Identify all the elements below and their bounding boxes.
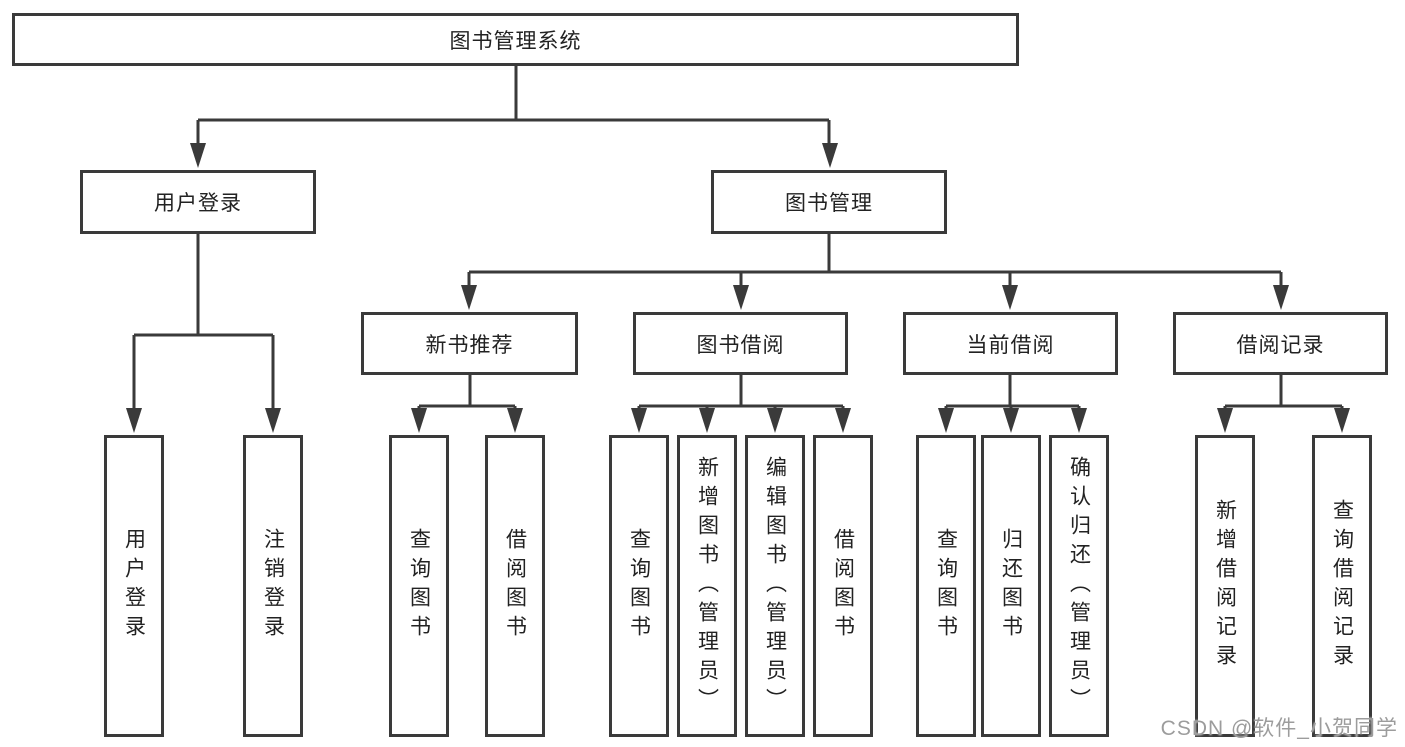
leaf-query-borrow-record: 查询借阅记录 <box>1312 435 1372 737</box>
leaf-confirm-return-admin: 确认归还（管理员） <box>1049 435 1109 737</box>
arrow-down-icon <box>461 285 477 310</box>
leaf-label: 注销登录 <box>261 528 285 644</box>
leaf-label: 新增借阅记录 <box>1213 499 1237 673</box>
arrow-down-icon <box>835 408 851 433</box>
arrow-down-icon <box>507 408 523 433</box>
leaf-return-books: 归还图书 <box>981 435 1041 737</box>
arrow-down-icon <box>265 408 281 433</box>
connector-section0-fork <box>417 375 517 415</box>
connector-section2-fork <box>944 375 1081 415</box>
arrow-down-icon <box>1071 408 1087 433</box>
leaf-label: 查询借阅记录 <box>1330 499 1354 673</box>
leaf-logout: 注销登录 <box>243 435 303 737</box>
connector-root-fork <box>196 66 831 150</box>
arrow-down-icon <box>190 143 206 168</box>
leaf-user-login: 用户登录 <box>104 435 164 737</box>
connector-mgmt-fork <box>467 234 1283 292</box>
leaf-label: 用户登录 <box>122 528 146 644</box>
leaf-label: 借阅图书 <box>503 528 527 644</box>
leaf-label: 归还图书 <box>999 528 1023 644</box>
leaf-add-books-admin: 新增图书（管理员） <box>677 435 737 737</box>
arrow-down-icon <box>1334 408 1350 433</box>
arrow-down-icon <box>411 408 427 433</box>
leaf-label: 确认归还（管理员） <box>1067 455 1091 717</box>
leaf-add-borrow-record: 新增借阅记录 <box>1195 435 1255 737</box>
arrow-down-icon <box>733 285 749 310</box>
arrow-down-icon <box>822 143 838 168</box>
leaf-query-books-recommend: 查询图书 <box>389 435 449 737</box>
leaf-label: 新增图书（管理员） <box>695 455 719 717</box>
csdn-watermark: CSDN @软件_小贺同学 <box>1160 717 1398 740</box>
leaf-edit-books-admin: 编辑图书（管理员） <box>745 435 805 737</box>
leaf-label: 查询图书 <box>627 528 651 644</box>
arrow-down-icon <box>938 408 954 433</box>
node-user-login: 用户登录 <box>80 170 316 234</box>
arrow-down-icon <box>1003 408 1019 433</box>
node-new-book-recommend: 新书推荐 <box>361 312 578 375</box>
arrow-down-icon <box>699 408 715 433</box>
leaf-borrow-books-recommend: 借阅图书 <box>485 435 545 737</box>
connector-section3-fork <box>1223 375 1344 415</box>
node-current-borrow: 当前借阅 <box>903 312 1118 375</box>
leaf-query-books-borrow: 查询图书 <box>609 435 669 737</box>
arrow-down-icon <box>126 408 142 433</box>
leaf-label: 编辑图书（管理员） <box>763 455 787 717</box>
arrow-down-icon <box>631 408 647 433</box>
leaf-label: 借阅图书 <box>831 528 855 644</box>
leaf-borrow-books: 借阅图书 <box>813 435 873 737</box>
arrow-down-icon <box>1273 285 1289 310</box>
leaf-label: 查询图书 <box>407 528 431 644</box>
leaf-query-books-current: 查询图书 <box>916 435 976 737</box>
leaf-label: 查询图书 <box>934 528 958 644</box>
node-borrow-records: 借阅记录 <box>1173 312 1388 375</box>
node-root-system: 图书管理系统 <box>12 13 1019 66</box>
connector-section1-fork <box>637 375 845 415</box>
node-book-management: 图书管理 <box>711 170 947 234</box>
arrow-down-icon <box>1002 285 1018 310</box>
arrow-down-icon <box>767 408 783 433</box>
arrow-down-icon <box>1217 408 1233 433</box>
node-book-borrow: 图书借阅 <box>633 312 848 375</box>
connector-login-fork <box>132 234 275 415</box>
